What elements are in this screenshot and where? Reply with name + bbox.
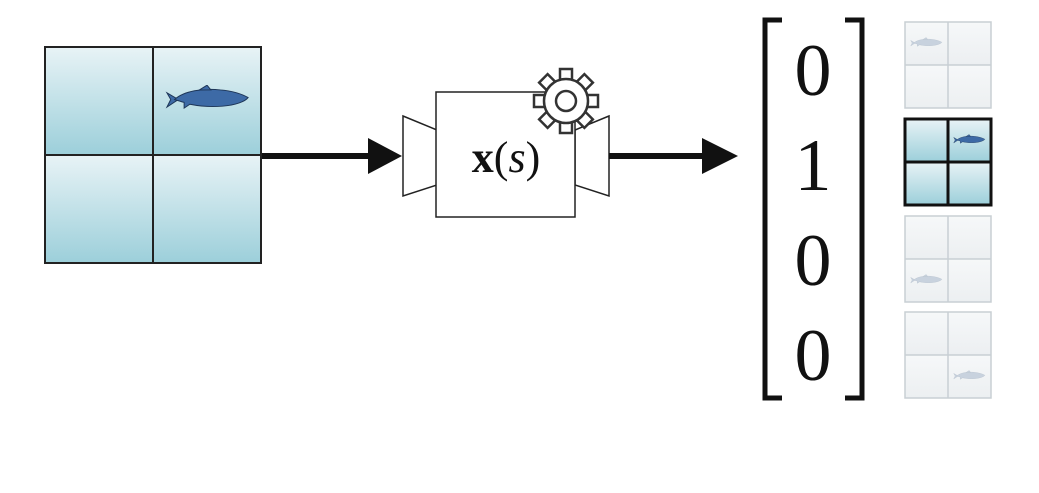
input-state-grid (44, 46, 262, 264)
vector-entry: 0 (795, 315, 832, 397)
grid-cell (45, 47, 153, 155)
feature-function-label: x(s) (472, 133, 540, 182)
mini-grid (904, 215, 992, 303)
grid-cell (45, 155, 153, 263)
gear-icon (532, 67, 600, 135)
mini-grid (904, 21, 992, 109)
one-hot-grids (903, 21, 993, 399)
vector-entry: 1 (795, 125, 832, 207)
vector-entry: 0 (795, 220, 832, 302)
arrow-right-icon (262, 138, 402, 174)
mini-grid (903, 117, 993, 207)
vector-entry: 0 (795, 30, 832, 112)
feature-vector: 0 1 0 0 (762, 17, 865, 401)
arrow-right-icon (609, 138, 738, 174)
grid-cell (153, 155, 261, 263)
mini-grid (904, 311, 992, 399)
func-name: x (472, 133, 494, 182)
